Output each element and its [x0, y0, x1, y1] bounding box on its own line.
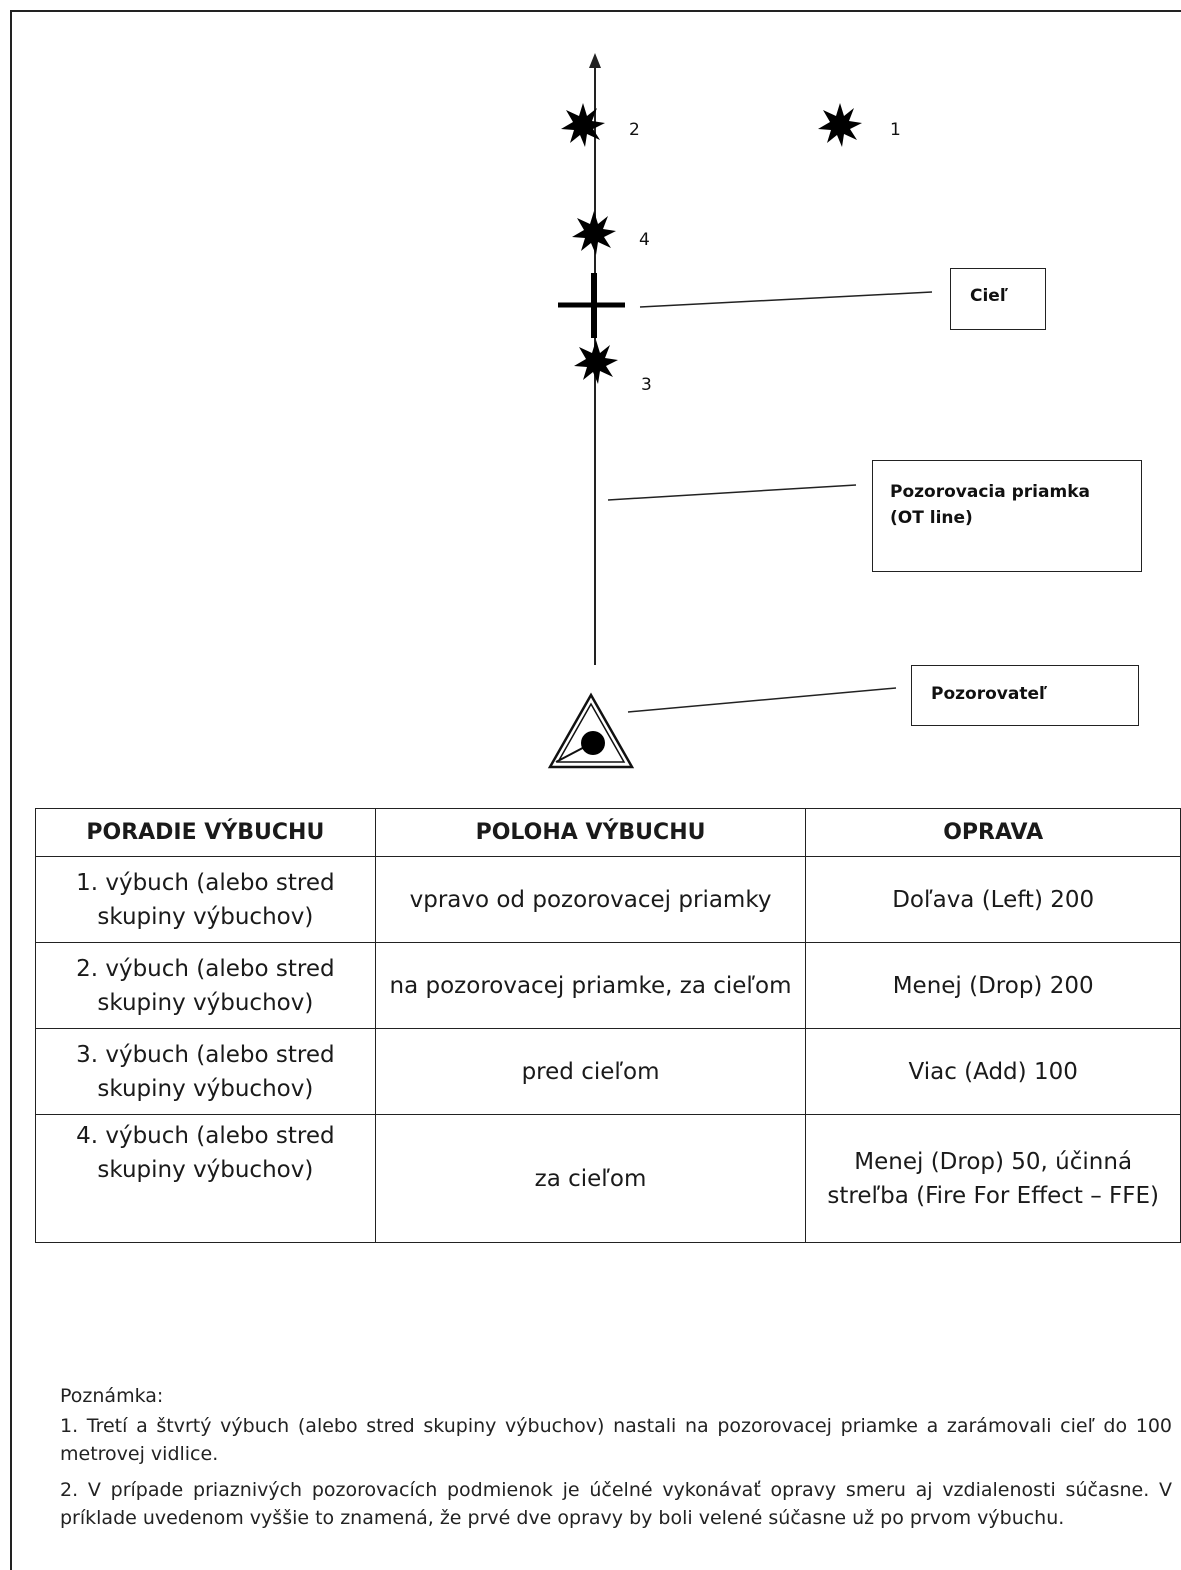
ot-line-arrowhead — [589, 53, 601, 68]
cell-order: 3. výbuch (alebo stred skupiny výbuchov) — [35, 1028, 376, 1115]
table-row: 1. výbuch (alebo stred skupiny výbuchov)… — [35, 856, 1181, 943]
page-frame — [10, 10, 1181, 1570]
burst-1 — [818, 103, 862, 147]
note-item-2: 2. V prípade priaznivých pozorovacích po… — [60, 1479, 1172, 1529]
header-burst-order: PORADIE VÝBUCHU — [35, 808, 376, 857]
target-label-box: Cieľ — [950, 268, 1046, 330]
burst-label-1: 1 — [890, 120, 901, 140]
fire-correction-table: PORADIE VÝBUCHU POLOHA VÝBUCHU OPRAVA 1.… — [35, 808, 1181, 1243]
observer-icon — [547, 692, 635, 769]
table-row: 3. výbuch (alebo stred skupiny výbuchov)… — [35, 1028, 1181, 1115]
fire-adjustment-diagram — [547, 53, 933, 769]
cell-position: na pozorovacej priamke, za cieľom — [374, 942, 807, 1029]
table-header-row: PORADIE VÝBUCHU POLOHA VÝBUCHU OPRAVA — [35, 808, 1181, 857]
target-label: Cieľ — [970, 286, 1008, 306]
observer-label-box: Pozorovateľ — [911, 665, 1139, 726]
burst-label-4: 4 — [639, 230, 650, 250]
header-correction: OPRAVA — [805, 808, 1181, 857]
ot-line-label-line2: (OT line) — [890, 508, 973, 528]
burst-2 — [561, 103, 605, 147]
burst-4 — [572, 211, 616, 255]
note-heading: Poznámka: — [60, 1385, 164, 1407]
cell-position: za cieľom — [374, 1114, 807, 1243]
cell-order: 4. výbuch (alebo stred skupiny výbuchov) — [35, 1114, 376, 1243]
cell-position: pred cieľom — [374, 1028, 807, 1115]
target-leader-line — [639, 291, 933, 308]
observer-label: Pozorovateľ — [931, 684, 1048, 704]
note-item-1: 1. Tretí a štvrtý výbuch (alebo stred sk… — [60, 1415, 1172, 1465]
cell-correction: Doľava (Left) 200 — [805, 856, 1181, 943]
table-row: 4. výbuch (alebo stred skupiny výbuchov)… — [35, 1114, 1181, 1243]
cell-position: vpravo od pozorovacej priamky — [374, 856, 807, 943]
ot-line-label-box: Pozorovacia priamka (OT line) — [872, 460, 1142, 572]
burst-label-2: 2 — [629, 120, 640, 140]
cell-order: 2. výbuch (alebo stred skupiny výbuchov) — [35, 942, 376, 1029]
ot-line-label-line1: Pozorovacia priamka — [890, 482, 1090, 502]
cell-correction: Menej (Drop) 200 — [805, 942, 1181, 1029]
cell-correction: Menej (Drop) 50, účinná streľba (Fire Fo… — [805, 1114, 1181, 1243]
observer-leader-line — [627, 687, 897, 713]
burst-3 — [574, 340, 618, 384]
header-burst-position: POLOHA VÝBUCHU — [374, 808, 807, 857]
cell-correction: Viac (Add) 100 — [805, 1028, 1181, 1115]
cell-order: 1. výbuch (alebo stred skupiny výbuchov) — [35, 856, 376, 943]
table-row: 2. výbuch (alebo stred skupiny výbuchov)… — [35, 942, 1181, 1029]
ot-line-leader-line — [607, 484, 857, 501]
burst-label-3: 3 — [641, 375, 652, 395]
